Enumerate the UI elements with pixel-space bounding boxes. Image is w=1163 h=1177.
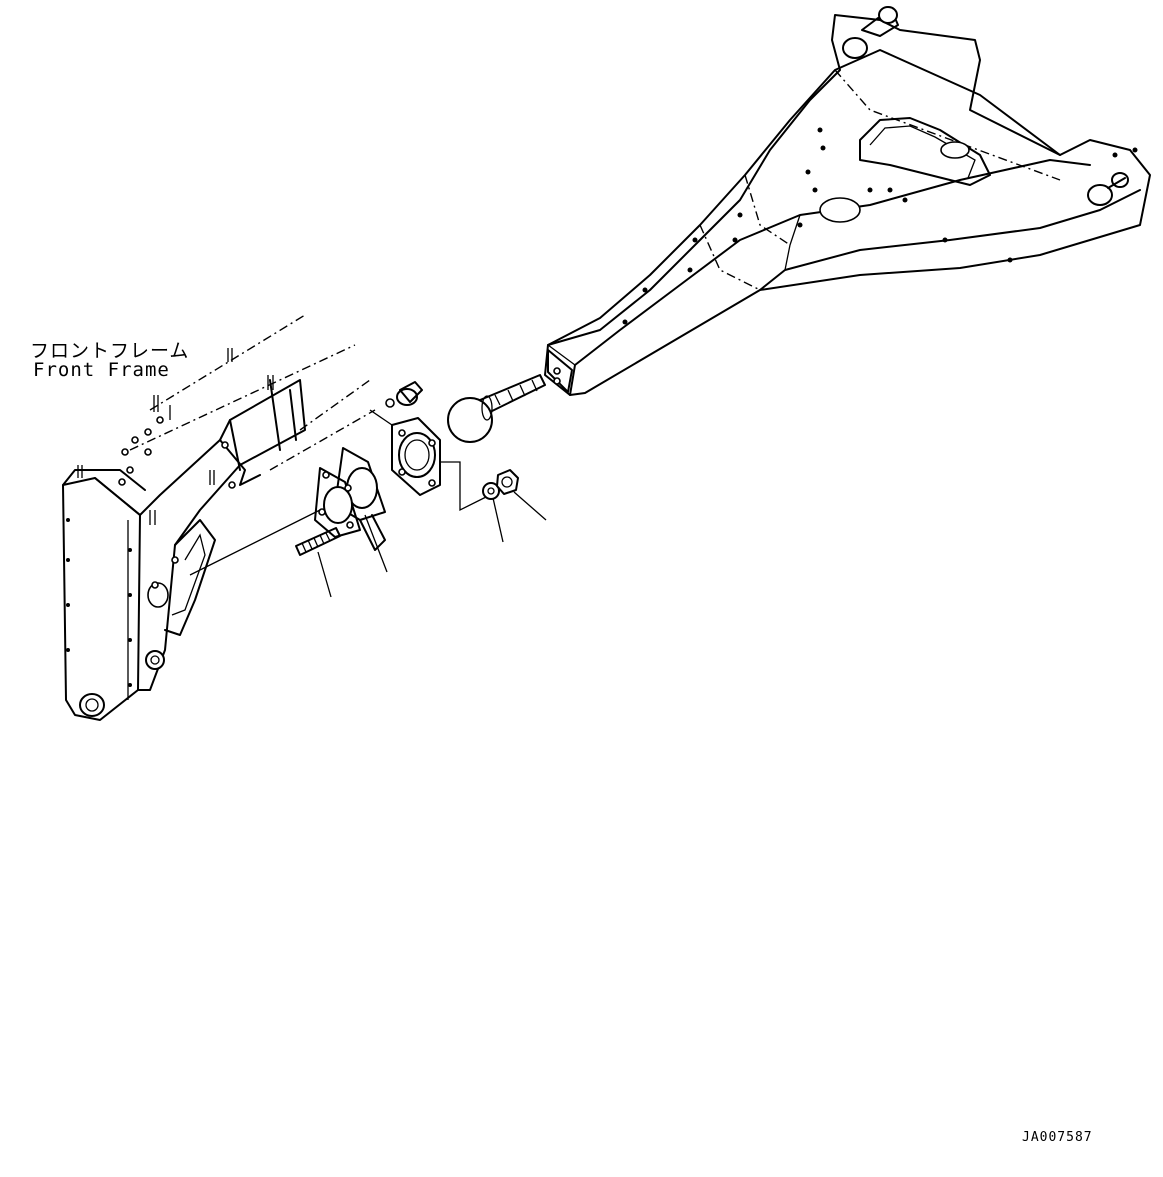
front-frame-label-jp: フロントフレーム	[30, 340, 190, 362]
front-frame	[62, 314, 376, 721]
washer-nut	[482, 469, 547, 543]
front-frame-label-en: Front Frame	[33, 359, 170, 381]
flange-plate	[369, 409, 491, 512]
stud-bolt	[189, 509, 341, 598]
drawing-id: JA007587	[1022, 1130, 1093, 1145]
shims	[314, 447, 388, 573]
rear-frame	[544, 6, 1151, 396]
pin-assembly	[385, 374, 546, 443]
